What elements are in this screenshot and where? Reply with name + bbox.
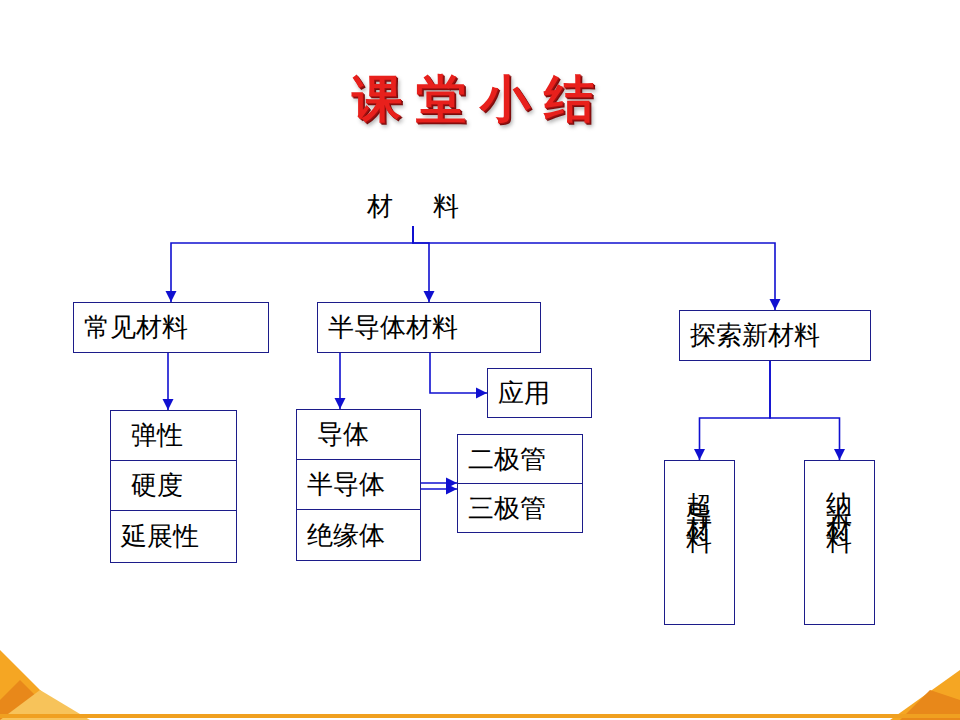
category-box: 探索新材料 — [679, 310, 871, 361]
connector-arrow — [421, 482, 457, 484]
root-heading: 材料 — [330, 186, 496, 226]
node-label: 应用 — [498, 379, 550, 408]
footer-line — [0, 714, 960, 718]
material-box: 导体 — [296, 409, 421, 460]
device-box: 三极管 — [457, 483, 583, 533]
connector-arrow — [421, 488, 457, 490]
node-label: 二极管 — [468, 445, 546, 474]
application-box: 应用 — [487, 368, 592, 418]
connector-arrow — [700, 361, 771, 460]
connector-arrow — [413, 226, 429, 302]
node-label: 探索新材料 — [690, 321, 820, 350]
node-label: 超导材料 — [685, 471, 714, 519]
connector-arrow — [770, 361, 840, 460]
node-label: 半导体材料 — [328, 313, 458, 342]
node-label: 延展性 — [121, 522, 199, 551]
node-label: 常见材料 — [84, 313, 188, 342]
category-box: 常见材料 — [73, 302, 269, 353]
connector-arrow — [339, 353, 341, 409]
node-label: 绝缘体 — [307, 521, 385, 550]
connector-arrow — [167, 353, 169, 410]
node-label: 硬度 — [131, 471, 183, 500]
property-box: 弹性 — [110, 410, 237, 461]
slide-title: 课堂小结 — [0, 66, 960, 133]
device-box: 二极管 — [457, 434, 583, 484]
new-material-box: 超导材料 — [664, 460, 735, 625]
connector-arrow — [430, 353, 487, 393]
category-box: 半导体材料 — [317, 302, 541, 353]
connector-arrow — [171, 226, 413, 302]
property-box: 延展性 — [110, 510, 237, 563]
material-box: 绝缘体 — [296, 509, 421, 561]
node-label: 弹性 — [131, 421, 183, 450]
corner-triangle — [890, 670, 960, 720]
node-label: 导体 — [317, 420, 369, 449]
property-box: 硬度 — [110, 460, 237, 511]
node-label: 半导体 — [307, 470, 385, 499]
node-label: 材料 — [367, 192, 499, 221]
material-box: 半导体 — [296, 459, 421, 510]
node-label: 三极管 — [468, 494, 546, 523]
new-material-box: 纳米材料 — [804, 460, 875, 625]
connector-arrow — [413, 226, 775, 310]
node-label: 纳米材料 — [825, 471, 854, 519]
